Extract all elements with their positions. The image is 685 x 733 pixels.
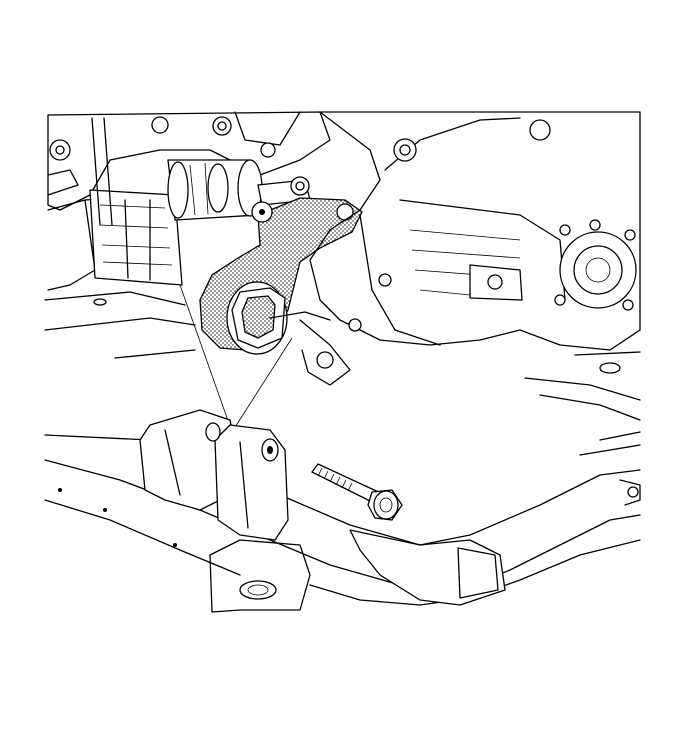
engine-mount-bracket	[199, 197, 363, 355]
body-floor-lines	[44, 291, 641, 421]
frame-mount-bracket	[139, 409, 289, 541]
transmission-housing	[299, 111, 641, 386]
starter-motor	[167, 159, 311, 221]
front-crossmember	[44, 431, 641, 613]
mount-bolt	[311, 463, 403, 521]
engine-block	[47, 111, 331, 291]
callout-leader-lines	[179, 284, 293, 433]
